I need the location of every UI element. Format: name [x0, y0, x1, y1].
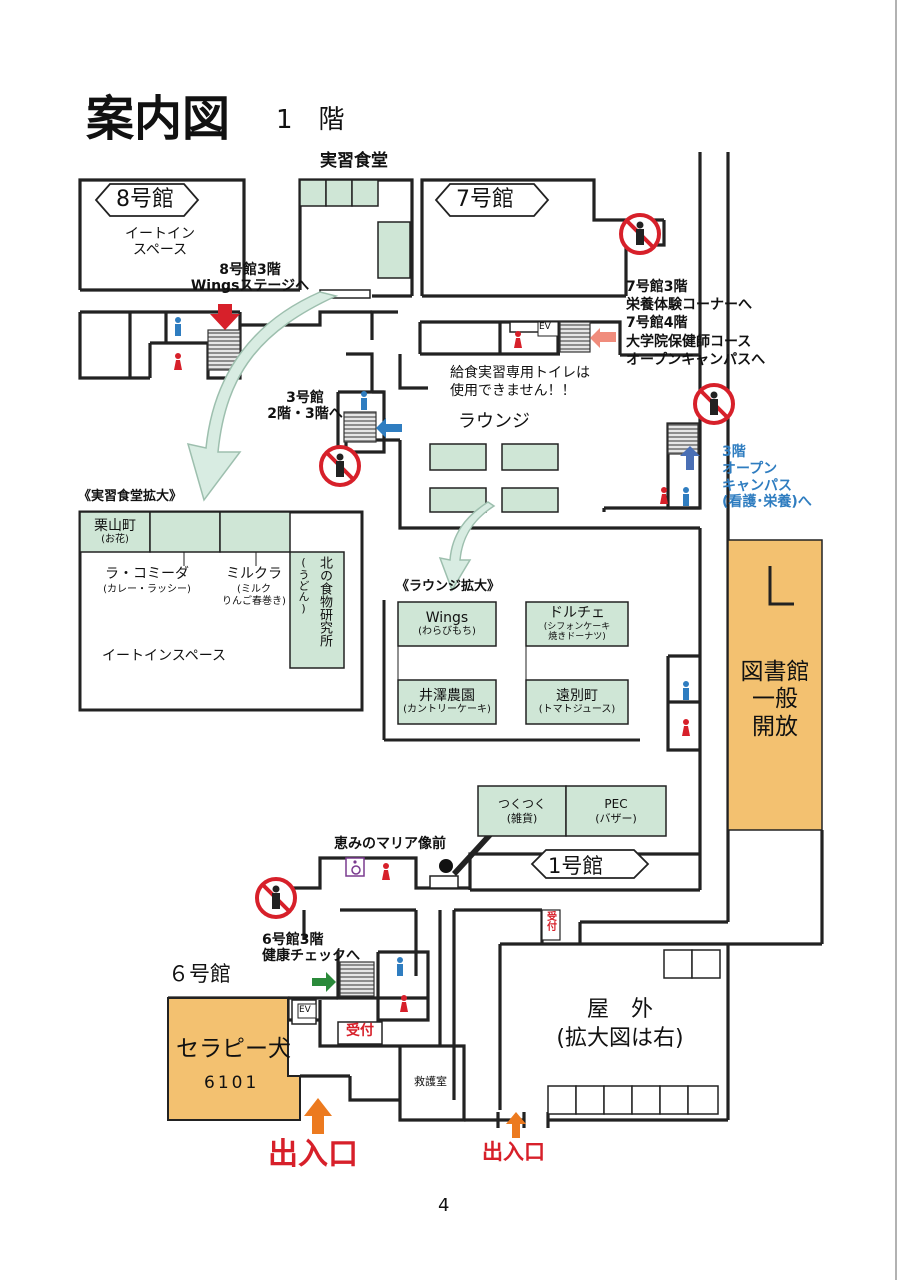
shokudo-rooms	[299, 179, 411, 279]
walls	[78, 152, 824, 1128]
ev-label: EV	[539, 322, 551, 332]
eatin-space-zoom-label: イートインスペース	[102, 648, 227, 664]
page-title: 案内図	[86, 91, 231, 147]
kuriyama-booth: 栗山町 (お花)	[80, 512, 150, 552]
library-icon	[768, 566, 794, 606]
rescue-room-label: 救護室	[414, 1075, 447, 1088]
ev-label-2: EV	[299, 1005, 311, 1015]
building-6-label: ６号館	[168, 962, 231, 986]
wings-sub: (わらびもち)	[418, 626, 476, 638]
reception-side-box	[541, 909, 561, 941]
practice-dining-label: 実習食堂	[320, 151, 388, 171]
outdoor-stalls	[547, 1085, 719, 1115]
tsukutsuku-name: つくつく	[497, 797, 546, 812]
maria-statue-icon	[439, 859, 453, 873]
therapy-room	[167, 997, 301, 1121]
lacomida-sub: (カレー・ラッシー)	[103, 584, 191, 595]
ev-box	[537, 321, 559, 337]
milkcla-sub: (ミルク りんご春巻き)	[222, 584, 286, 607]
kuriyama-sub: (お花)	[101, 534, 129, 546]
lounge-label: ラウンジ	[458, 411, 530, 432]
floor-label: 1 階	[276, 105, 345, 135]
building-6-note: 6号館3階 健康チェックへ	[262, 932, 360, 965]
shop-rooms	[477, 785, 667, 837]
maria-statue-label: 恵みのマリア像前	[334, 836, 446, 852]
wheelchair-icon	[345, 857, 365, 877]
building-8-label: 8号館	[116, 187, 174, 212]
kita-sub: (うどん)	[297, 556, 310, 615]
eatin-space-label: イートイン スペース	[125, 226, 195, 259]
building-3-note: 3号館 2階・3階へ	[267, 390, 343, 423]
page-number: 4	[438, 1195, 450, 1216]
lounge-tables	[429, 443, 559, 513]
pec-name: PEC	[604, 797, 628, 812]
side-entrance-label: 出入口	[482, 1140, 545, 1164]
outdoor-label: 屋 外 (拡大図は右)	[556, 997, 684, 1051]
reception-box	[337, 1021, 383, 1045]
wings-stage-note: 8号館3階 Wingsステージへ	[190, 262, 310, 295]
stairs	[207, 321, 699, 997]
lounge-zoom-title: 《ラウンジ拡大》	[396, 579, 501, 594]
toilet-icons	[174, 317, 690, 1012]
kita-name: 北の食物研究所	[317, 556, 332, 647]
ev-box-2	[297, 1003, 317, 1019]
building-label-frames	[94, 183, 650, 879]
reception-label: 受付	[346, 1023, 374, 1039]
building-1-label: 1号館	[548, 854, 604, 878]
tsukutsuku-shop: つくつく (雑貨)	[478, 786, 566, 836]
reception-side-label: 受付	[544, 911, 556, 931]
misc-rooms	[291, 289, 721, 1025]
shokudo-zoom-box	[78, 510, 364, 712]
embetsu-name: 遠別町	[556, 687, 598, 704]
wings-booth: Wings (わらびもち)	[398, 602, 496, 646]
pec-shop: PEC (バザー)	[566, 786, 666, 836]
embetsu-booth: 遠別町 (トマトジュース)	[526, 680, 628, 724]
therapy-room-number: 6101	[204, 1073, 260, 1093]
therapy-dog-label: セラピー犬	[176, 1036, 291, 1062]
lounge-zoom-box	[382, 600, 640, 742]
no-entry-person-icons	[272, 221, 718, 909]
toilet-warning: 給食実習専用トイレは 使用できません！！	[450, 365, 590, 400]
embetsu-sub: (トマトジュース)	[538, 704, 616, 716]
shokudo-zoom-title: 《実習食堂拡大》	[78, 489, 183, 504]
library-label: 図書館 一般 開放	[740, 658, 810, 740]
main-entrance-label: 出入口	[268, 1137, 358, 1172]
dolce-name: ドルチェ	[549, 604, 605, 621]
milkcla-name: ミルクラ	[226, 566, 282, 582]
isawa-sub: (カントリーケーキ)	[403, 704, 491, 716]
dolce-sub: (シフォンケーキ 焼きドーナツ)	[543, 621, 611, 643]
tsukutsuku-sub: (雑貨)	[506, 811, 538, 825]
open-campus-note: 3階 オープン キャンパス (看護･栄養)へ	[722, 444, 812, 511]
isawa-name: 井澤農園	[419, 687, 475, 704]
dolce-booth: ドルチェ (シフォンケーキ 焼きドーナツ)	[526, 602, 628, 646]
zoom-arrows	[186, 291, 500, 876]
wings-name: Wings	[425, 609, 469, 626]
building-7-note: 7号館3階 栄養体験コーナーへ 7号館4階 大学院保健師コース オープンキャンパ…	[626, 279, 766, 368]
isawa-booth: 井澤農園 (カントリーケーキ)	[398, 680, 496, 724]
pec-sub: (バザー)	[595, 811, 637, 825]
direction-arrows	[210, 304, 700, 1138]
building-7-label: 7号館	[456, 187, 514, 212]
kuriyama-name: 栗山町	[94, 517, 136, 534]
lacomida-name: ラ・コミーダ	[105, 566, 189, 582]
library	[727, 539, 823, 831]
